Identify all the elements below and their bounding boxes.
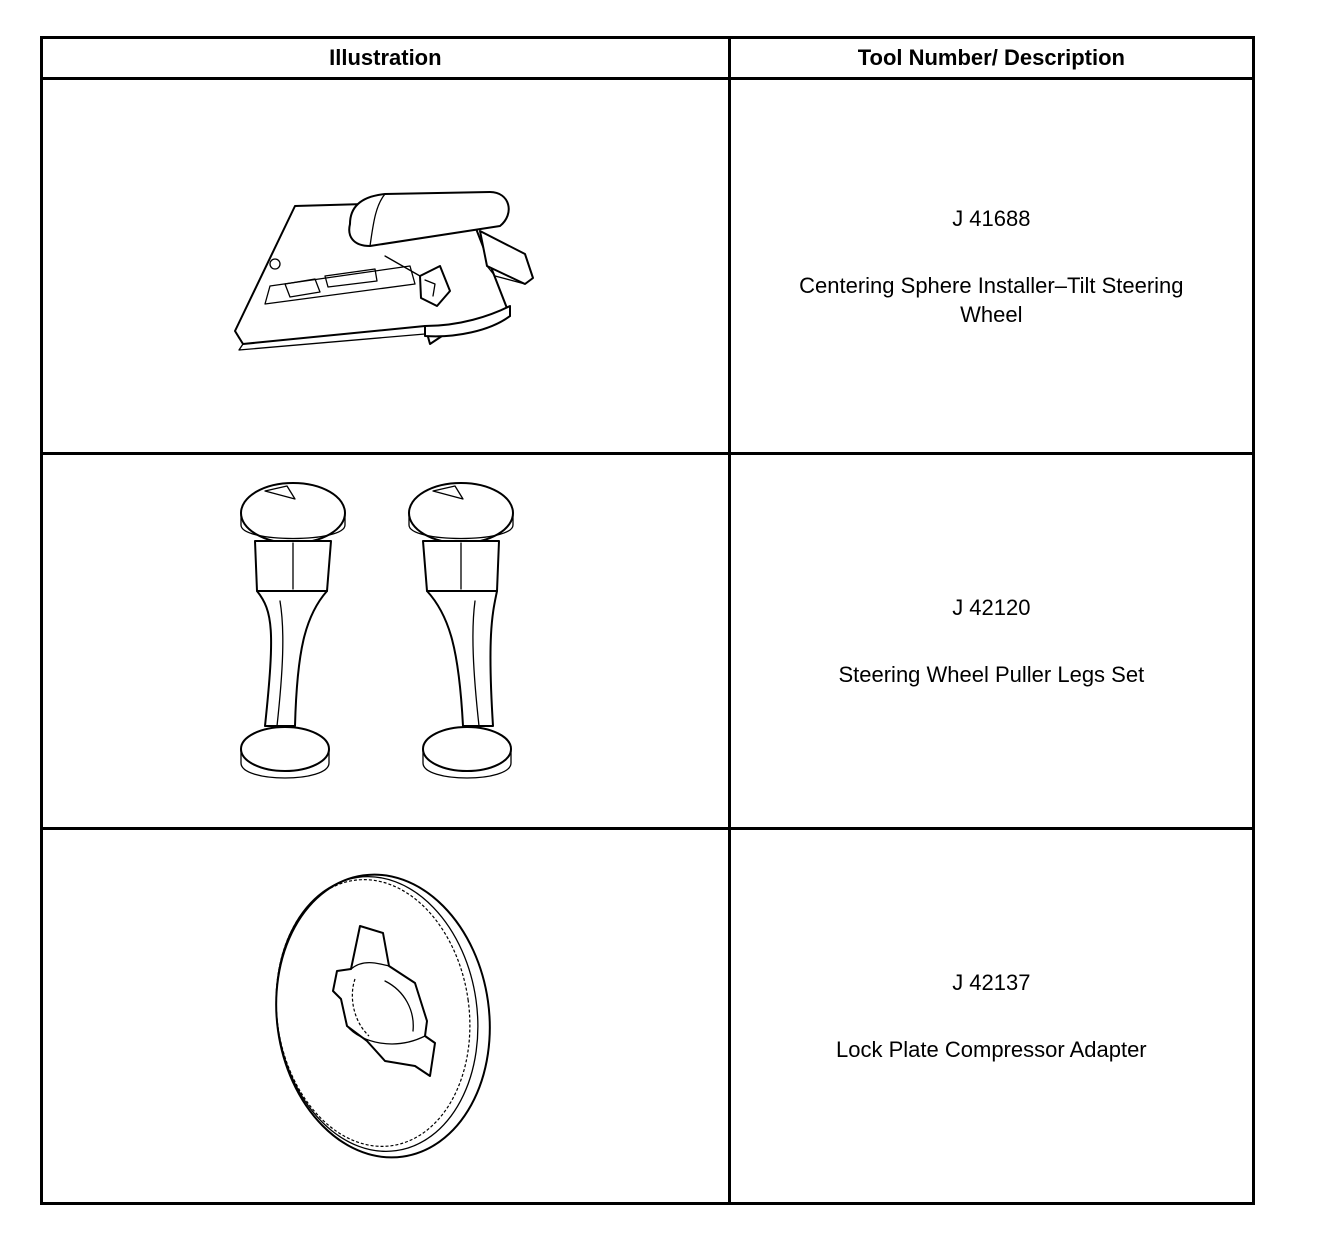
puller-legs-drawing xyxy=(240,482,515,779)
illustration-cell xyxy=(40,452,731,830)
lock-plate-adapter-drawing xyxy=(275,873,492,1159)
description-cell: J 41688 Centering Sphere Installer–Tilt … xyxy=(727,77,1256,455)
tool-description: Lock Plate Compressor Adapter xyxy=(836,1037,1147,1062)
description-cell: J 42137 Lock Plate Compressor Adapter xyxy=(727,827,1256,1205)
header-tool-description: Tool Number/ Description xyxy=(727,36,1256,80)
centering-sphere-installer-drawing xyxy=(234,191,535,351)
puller-leg-left xyxy=(240,482,347,779)
tool-description: Steering Wheel Puller Legs Set xyxy=(838,662,1145,687)
illustration-cell xyxy=(40,827,731,1205)
illustration-cell xyxy=(40,77,731,455)
table-row: J 41688 Centering Sphere Installer–Tilt … xyxy=(40,77,1256,455)
header-illustration: Illustration xyxy=(40,36,731,80)
table-row: J 42120 Steering Wheel Puller Legs Set xyxy=(40,452,1256,830)
tool-table: Illustration Tool Number/ Description xyxy=(40,36,1256,1205)
tool-number: J 42137 xyxy=(952,970,1031,995)
tool-number: J 41688 xyxy=(952,205,1031,231)
puller-leg-right xyxy=(408,482,515,779)
description-cell: J 42120 Steering Wheel Puller Legs Set xyxy=(727,452,1256,830)
table-row: J 42137 Lock Plate Compressor Adapter xyxy=(40,827,1256,1205)
tool-description: Centering Sphere Installer–Tilt Steering… xyxy=(799,272,1184,327)
header-row: Illustration Tool Number/ Description xyxy=(40,36,1256,80)
tool-number: J 42120 xyxy=(952,595,1031,620)
